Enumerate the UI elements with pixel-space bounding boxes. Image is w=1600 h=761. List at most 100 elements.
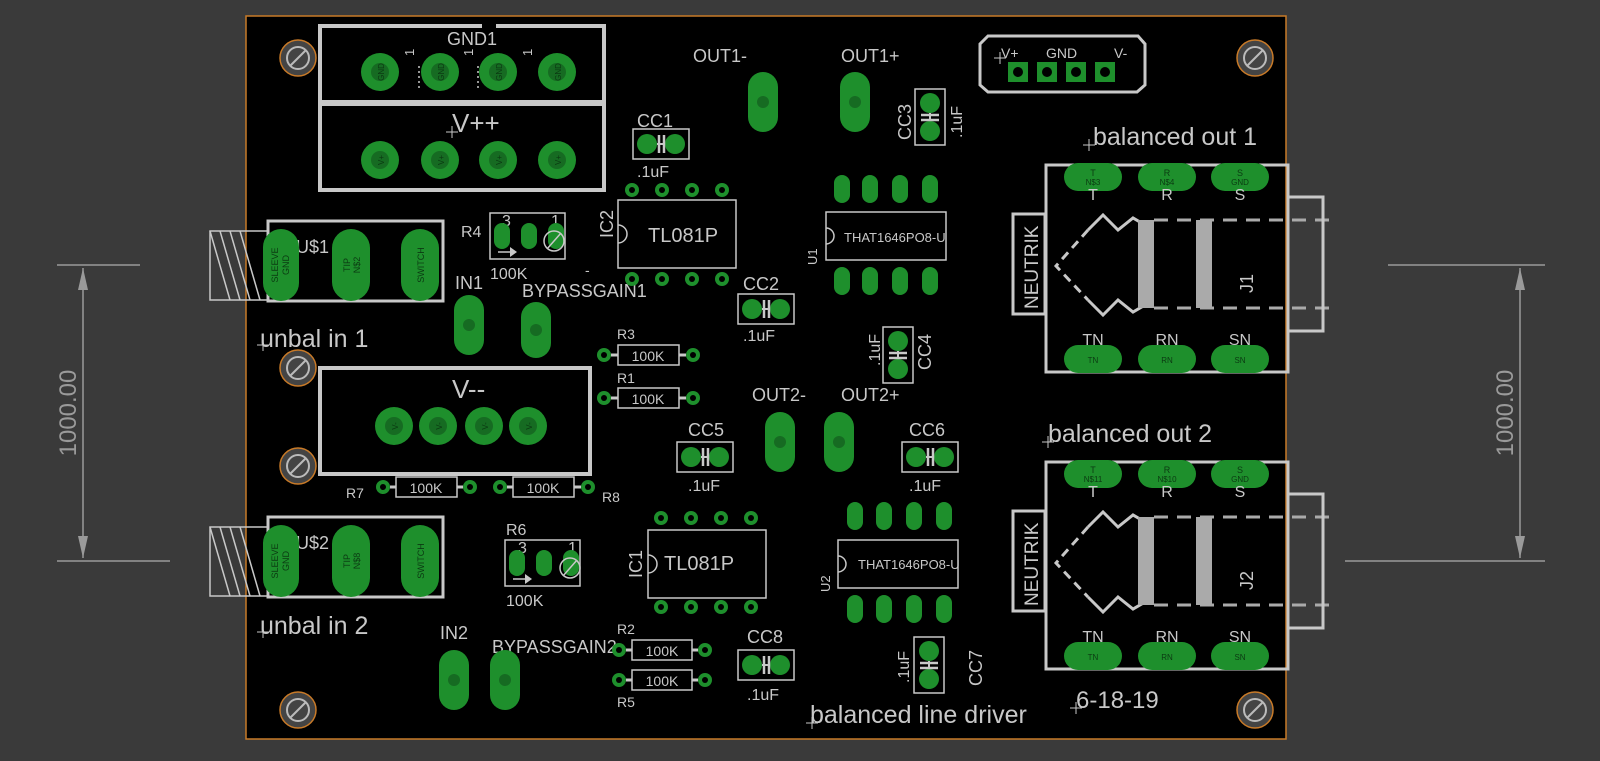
tip-pad[interactable] bbox=[332, 525, 370, 597]
origin-marks bbox=[257, 52, 1095, 729]
bypass2-label: BYPASSGAIN2 bbox=[492, 637, 617, 657]
pad-label: V+ bbox=[495, 155, 504, 165]
terminal-pad[interactable]: V+ bbox=[479, 141, 517, 179]
terminal-pad[interactable]: V- bbox=[375, 407, 413, 445]
cap-ref: CC7 bbox=[966, 650, 986, 686]
sn-pad[interactable] bbox=[1211, 345, 1269, 373]
trimmer-value: 100K bbox=[490, 266, 528, 283]
tip-pad[interactable] bbox=[332, 229, 370, 301]
cap-pad[interactable] bbox=[742, 655, 762, 675]
ic-pin[interactable] bbox=[922, 175, 938, 203]
tip-pad[interactable] bbox=[1064, 163, 1122, 191]
ring-pad[interactable] bbox=[1138, 460, 1196, 488]
cap-pad[interactable] bbox=[920, 93, 940, 113]
cap-pad[interactable] bbox=[920, 121, 940, 141]
cap-pad[interactable] bbox=[888, 359, 908, 379]
pad-label: GND bbox=[281, 255, 291, 276]
resistor-ref: R8 bbox=[602, 489, 620, 505]
cap-value: .1uF bbox=[688, 478, 720, 495]
pin1-marker: 1 bbox=[520, 49, 535, 56]
ic-ref: U1 bbox=[805, 248, 820, 265]
pad-label: SLEEVE bbox=[270, 247, 280, 282]
cap-pad[interactable] bbox=[919, 641, 939, 661]
terminal-pad[interactable]: V- bbox=[509, 407, 547, 445]
sleeve-pad[interactable] bbox=[1211, 460, 1269, 488]
switch-pad[interactable] bbox=[401, 525, 439, 597]
cap-pad[interactable] bbox=[709, 447, 729, 467]
cap-pad[interactable] bbox=[934, 447, 954, 467]
sleeve-pad[interactable] bbox=[263, 229, 299, 301]
trimmer-pad[interactable] bbox=[563, 550, 579, 576]
resistor-r7: R7 100K bbox=[346, 476, 477, 501]
trimmer-pad[interactable] bbox=[521, 223, 537, 249]
cap-pad[interactable] bbox=[681, 447, 701, 467]
ic-pin[interactable] bbox=[862, 267, 878, 295]
cap-pad[interactable] bbox=[637, 134, 657, 154]
ic-pin1-mark: - bbox=[585, 262, 590, 278]
pad-label: T bbox=[1090, 465, 1096, 475]
ic-pin[interactable] bbox=[936, 595, 952, 623]
capacitor-cc2: CC2 .1uF bbox=[737, 274, 795, 345]
sn-pad[interactable] bbox=[1211, 642, 1269, 670]
ic-pin[interactable] bbox=[834, 175, 850, 203]
tip-pad[interactable] bbox=[1064, 460, 1122, 488]
trimmer-pad[interactable] bbox=[536, 550, 552, 576]
cap-pad[interactable] bbox=[742, 299, 762, 319]
switch-pad[interactable] bbox=[401, 229, 439, 301]
terminal-pad[interactable]: GND bbox=[538, 53, 576, 91]
cap-pad[interactable] bbox=[770, 655, 790, 675]
terminal-pad[interactable]: V+ bbox=[361, 141, 399, 179]
cap-pad[interactable] bbox=[665, 134, 685, 154]
pad-net: GND bbox=[1231, 475, 1249, 484]
tn-pad[interactable] bbox=[1064, 345, 1122, 373]
rn-pad[interactable] bbox=[1138, 642, 1196, 670]
board-date: 6-18-19 bbox=[1076, 687, 1159, 714]
cap-value: .1uF bbox=[909, 478, 941, 495]
trimmer-pin3: 3 bbox=[518, 540, 527, 557]
cap-pad[interactable] bbox=[919, 669, 939, 689]
terminal-pad[interactable]: GND bbox=[479, 53, 517, 91]
tn-pad[interactable] bbox=[1064, 642, 1122, 670]
jack-label: unbal in 1 bbox=[260, 325, 368, 353]
trimmer-pin1: 1 bbox=[551, 213, 560, 230]
ic-pin[interactable] bbox=[834, 267, 850, 295]
ic-pin[interactable] bbox=[936, 502, 952, 530]
ic-pin[interactable] bbox=[906, 502, 922, 530]
terminal-pad[interactable]: GND bbox=[421, 53, 459, 91]
ic-pin[interactable] bbox=[922, 267, 938, 295]
capacitor-cc5: CC5 .1uF bbox=[676, 420, 734, 495]
ic-pin[interactable] bbox=[862, 175, 878, 203]
sleeve-pad[interactable] bbox=[263, 525, 299, 597]
terminal-pad[interactable]: V- bbox=[465, 407, 503, 445]
pad-net: GND bbox=[1231, 178, 1249, 187]
ic-pin[interactable] bbox=[892, 175, 908, 203]
ic-pin[interactable] bbox=[892, 267, 908, 295]
jack-label: unbal in 2 bbox=[260, 612, 368, 640]
rn-pad[interactable] bbox=[1138, 345, 1196, 373]
pin-label: TN bbox=[1082, 629, 1103, 646]
ic-pin[interactable] bbox=[847, 595, 863, 623]
out2-plus-label: OUT2+ bbox=[841, 385, 900, 405]
ring-pad[interactable] bbox=[1138, 163, 1196, 191]
ic-pin[interactable] bbox=[847, 502, 863, 530]
ic-pin[interactable] bbox=[876, 595, 892, 623]
vmm-terminal: V-- V- V- V- V- bbox=[318, 366, 592, 476]
sleeve-pad[interactable] bbox=[1211, 163, 1269, 191]
terminal-pad[interactable]: V- bbox=[419, 407, 457, 445]
dimension-left-label: 1000.00 bbox=[55, 370, 82, 457]
ic-pin[interactable] bbox=[906, 595, 922, 623]
ic-pin[interactable] bbox=[876, 502, 892, 530]
output-jack-2: balanced out 2 NEUTRIK J2 T N$11 R N$10 … bbox=[1011, 420, 1330, 671]
trimmer-pad[interactable] bbox=[509, 550, 525, 576]
gnd-label: GND bbox=[1046, 45, 1077, 61]
cap-pad[interactable] bbox=[906, 447, 926, 467]
terminal-pad[interactable]: V+ bbox=[538, 141, 576, 179]
terminal-pad[interactable]: V+ bbox=[421, 141, 459, 179]
ic-part: THAT1646PO8-U bbox=[858, 557, 960, 572]
cap-pad[interactable] bbox=[770, 299, 790, 319]
trimmer-pad[interactable] bbox=[494, 223, 510, 249]
terminal-pad[interactable]: GND bbox=[361, 53, 399, 91]
cap-pad[interactable] bbox=[888, 331, 908, 351]
mounting-hole bbox=[279, 39, 317, 77]
in1-label: IN1 bbox=[455, 273, 483, 293]
